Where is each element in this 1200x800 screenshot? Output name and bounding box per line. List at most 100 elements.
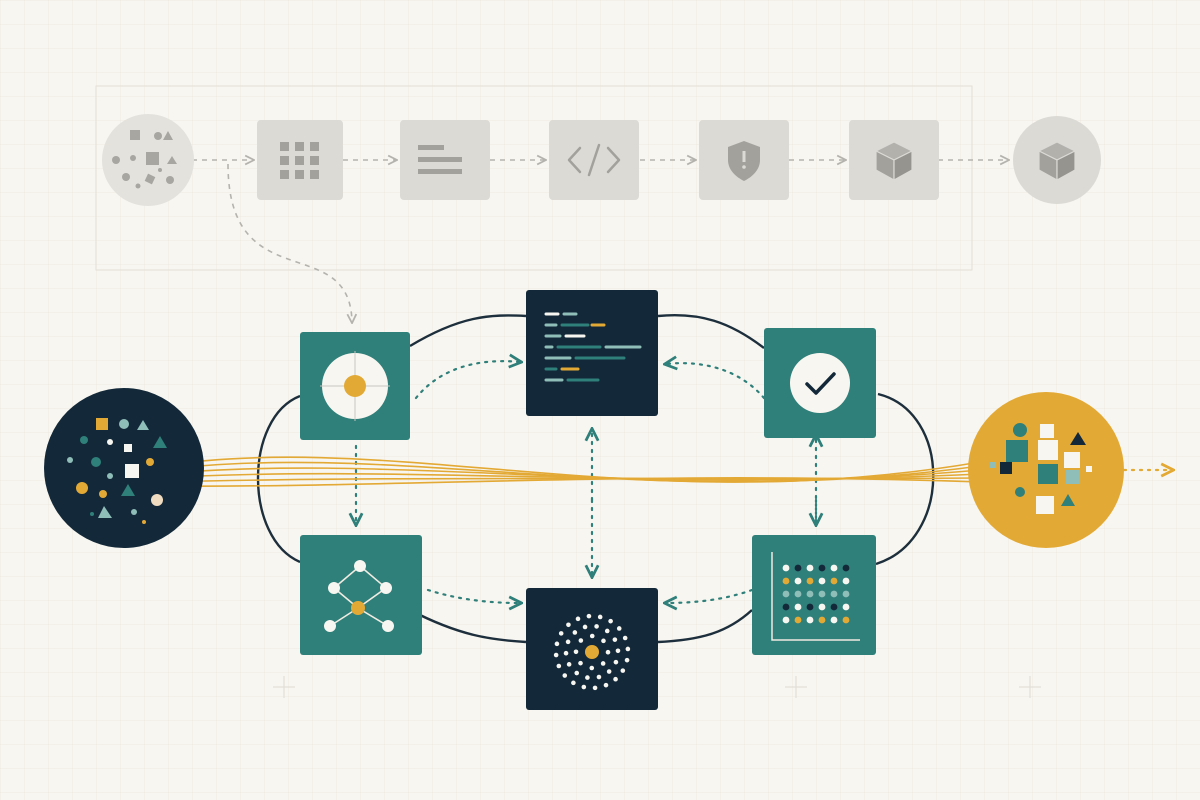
matrix-dot [842,616,850,624]
radial-dot [585,675,590,680]
matrix-dot [782,577,790,585]
radial-dot [596,674,602,680]
target-node [300,332,410,440]
matrix-dot [818,577,826,585]
radial-dot [553,652,559,658]
connector-arrow [666,588,754,603]
input-scatter-circle [44,388,204,548]
matrix-dot [806,564,814,572]
matrix-dot [794,564,802,572]
radial-dot [608,618,613,624]
radial-dot [578,638,584,643]
dot-matrix-chart-icon [771,552,860,641]
radial-dot [578,660,583,666]
network-graph-icon [324,560,394,632]
radial-dot [594,624,599,629]
radial-dot [606,669,612,674]
top-pipeline-frame [95,85,973,271]
top-pipeline [102,114,1101,206]
radial-dot [625,646,631,652]
matrix-dot [782,616,790,624]
matrix-dot [830,616,838,624]
matrix-dot [842,564,850,572]
radial-dot [558,631,564,636]
matrix-dot [818,616,826,624]
radial-dot [562,673,568,678]
radial-dot [597,614,603,620]
check-icon [790,353,850,413]
radial-dot [566,622,571,628]
loop-connectors [356,361,816,603]
radial-dot [620,668,626,673]
matrix-dot [830,564,838,572]
radial-dot [554,641,560,647]
radial-dots-node [526,588,658,710]
radial-dot [556,663,562,669]
radial-dots-icon [553,613,631,691]
radial-dot [565,639,571,645]
radial-dot [563,650,569,656]
matrix-dot [830,603,838,611]
matrix-dot [842,577,850,585]
grid-icon [280,142,319,179]
connector-arrow [414,361,520,400]
radial-dot [612,637,618,642]
pipeline-branch-arrow [227,163,352,322]
matrix-dot [806,616,814,624]
radial-dot [571,680,576,686]
radial-dot [624,657,630,663]
radial-dot [566,662,572,667]
output-organized-circle [968,392,1172,548]
cube-icon [875,141,913,181]
scatter-icon [67,418,167,524]
radial-dot [604,628,610,634]
cube-circle [1013,116,1101,204]
code-editor-node [526,290,658,416]
radial-dot [586,613,592,619]
matrix-dot [806,590,814,598]
matrix-dot [830,590,838,598]
radial-dot [574,670,580,676]
radial-dot [592,685,598,691]
radial-dot [573,649,579,655]
scattered-shapes-circle [102,114,194,206]
radial-dot [600,661,606,666]
matrix-dot [818,590,826,598]
matrix-dot [806,603,814,611]
shield-icon [728,141,760,181]
list-box [400,120,490,200]
crosshair-marks [273,676,1041,698]
code-icon [567,143,621,177]
scatter-icon [112,130,177,189]
connector-arrow [426,588,520,603]
matrix-dot [794,577,802,585]
check-node [764,328,876,438]
organized-shapes-icon [990,423,1092,514]
matrix-dot [782,590,790,598]
radial-dot [613,659,619,665]
matrix-dot [782,603,790,611]
radial-dot [616,626,622,631]
dot-matrix-node [752,535,876,655]
radial-dot [572,630,578,635]
list-icon [418,145,462,174]
radial-dot [589,633,595,639]
radial-dot [603,682,609,688]
connector-arrow [666,363,766,400]
matrix-dot [806,577,814,585]
code-box [549,120,639,200]
radial-dot [589,665,595,671]
matrix-dot [794,616,802,624]
matrix-dot [794,603,802,611]
radial-dot [581,684,587,690]
radial-dot [613,676,618,682]
target-icon [320,351,390,421]
flow-strands [159,456,981,487]
matrix-dot [794,590,802,598]
matrix-dot [818,603,826,611]
radial-dot [601,638,606,644]
shield-box [699,120,789,200]
radial-dot [582,624,588,630]
cube-icon [1038,141,1076,181]
